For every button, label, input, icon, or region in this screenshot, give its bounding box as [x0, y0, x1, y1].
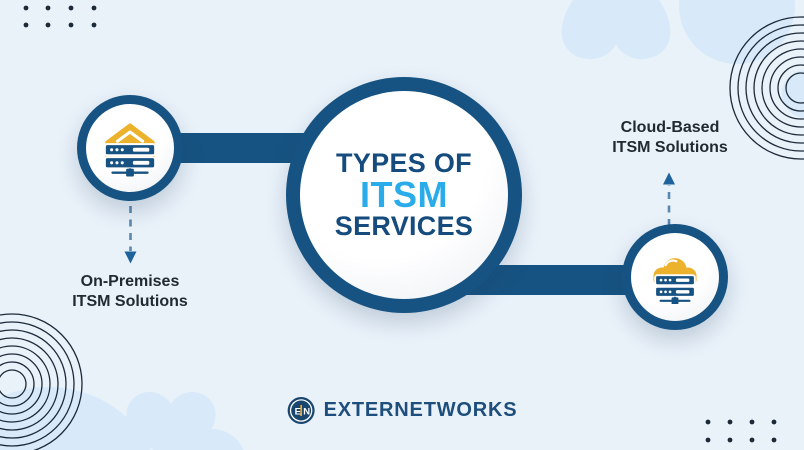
badge-letter-e: E — [295, 406, 301, 417]
dots-pattern-top-left — [23, 5, 97, 28]
cloud-server-icon — [653, 258, 697, 304]
on-premises-label: On-Premises ITSM Solutions — [72, 272, 188, 311]
title-line-3: SERVICES — [334, 211, 474, 241]
central-node: TYPES OF ITSM SERVICES — [286, 77, 522, 313]
brand-wordmark: EXTERNETWORKS — [323, 399, 518, 421]
brand-logo: E N EXTERNETWORKS — [287, 396, 518, 425]
concentric-rings-bottom-left — [0, 313, 83, 450]
down-arrow-on-premises — [124, 206, 137, 264]
on-premises-label-line2: ITSM Solutions — [72, 292, 188, 310]
cloud-based-node — [622, 224, 728, 330]
badge-letter-n: N — [303, 406, 310, 417]
brand-badge-icon: E N — [287, 397, 315, 424]
title-line-2: ITSM — [360, 174, 448, 215]
dots-pattern-bottom-right — [705, 419, 777, 443]
central-node-face: TYPES OF ITSM SERVICES — [300, 91, 508, 299]
on-premises-node-face — [86, 104, 174, 192]
title-line-1: TYPES OF — [336, 148, 472, 178]
on-premises-label-line1: On-Premises — [80, 273, 180, 290]
up-arrow-cloud-based — [663, 172, 675, 226]
house-server-icon — [103, 123, 157, 177]
flower-shape — [561, 0, 671, 60]
cloud-based-label-line1: Cloud-Based — [620, 119, 720, 136]
cloud-based-node-face — [631, 233, 719, 321]
page-title: TYPES OF ITSM SERVICES — [335, 149, 473, 241]
cloud-based-label-line2: ITSM Solutions — [612, 138, 728, 156]
concentric-rings-top-right — [729, 16, 804, 160]
on-premises-node — [77, 95, 183, 201]
cloud-based-label: Cloud-Based ITSM Solutions — [612, 118, 728, 157]
heart-shape — [126, 391, 216, 450]
